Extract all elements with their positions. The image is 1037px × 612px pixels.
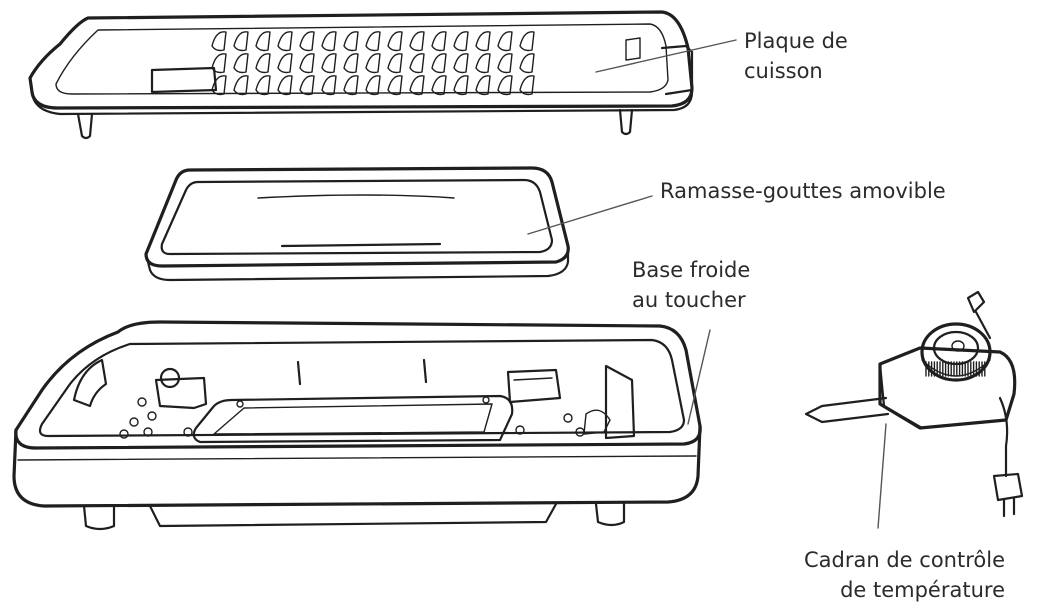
drip-tray-illustration <box>144 166 570 282</box>
grill-groove <box>255 53 271 74</box>
grill-groove <box>497 75 513 96</box>
grill-groove <box>299 75 315 96</box>
grill-groove <box>387 31 403 52</box>
grill-groove <box>519 75 535 96</box>
grill-groove <box>409 31 425 52</box>
temperature-dial-illustration <box>804 290 1024 518</box>
grill-groove <box>365 31 381 52</box>
grill-groove <box>497 53 513 74</box>
grill-groove <box>431 31 447 52</box>
grill-groove <box>431 53 447 74</box>
base-illustration <box>12 320 702 531</box>
grill-groove <box>431 75 447 96</box>
grill-groove <box>453 31 469 52</box>
grill-groove <box>321 53 337 74</box>
grill-groove <box>255 75 271 96</box>
cooking-plate-illustration <box>28 10 694 140</box>
base-label: Base froide au toucher <box>632 255 750 315</box>
grill-groove <box>233 31 249 52</box>
grill-groove <box>211 53 227 74</box>
grill-groove <box>277 31 293 52</box>
base-label-line1: Base froide <box>632 258 751 282</box>
base-label-line2: au toucher <box>632 288 746 312</box>
grill-groove <box>321 31 337 52</box>
grill-groove <box>409 53 425 74</box>
grill-groove <box>277 75 293 96</box>
grill-groove <box>211 75 227 96</box>
grill-groove <box>497 31 513 52</box>
drip-tray-label: Ramasse-gouttes amovible <box>660 176 946 206</box>
grill-groove <box>299 31 315 52</box>
grill-groove <box>365 75 381 96</box>
grill-groove <box>409 75 425 96</box>
grill-groove <box>211 31 227 52</box>
plate-label-line2: cuisson <box>744 59 823 83</box>
grill-groove <box>475 31 491 52</box>
grill-groove <box>233 75 249 96</box>
grill-groove <box>475 75 491 96</box>
grill-groove <box>233 53 249 74</box>
grill-groove <box>343 75 359 96</box>
grill-groove <box>255 31 271 52</box>
grill-groove <box>343 31 359 52</box>
grill-groove <box>519 53 535 74</box>
leader-lines <box>527 39 887 529</box>
grill-groove <box>519 31 535 52</box>
grill-groove <box>387 75 403 96</box>
drip-tray-label-line1: Ramasse-gouttes amovible <box>660 179 946 203</box>
grill-groove <box>475 53 491 74</box>
grill-groove <box>343 53 359 74</box>
dial-label-line1: Cadran de contrôle <box>804 548 1005 572</box>
dial-label-line2: de température <box>840 578 1005 602</box>
grill-groove <box>453 75 469 96</box>
grill-groove <box>365 53 381 74</box>
grill-groove <box>321 75 337 96</box>
grill-groove <box>453 53 469 74</box>
grill-groove <box>299 53 315 74</box>
dial-label: Cadran de contrôle de température <box>804 545 1005 605</box>
plate-label-line1: Plaque de <box>744 29 848 53</box>
grill-groove <box>387 53 403 74</box>
grill-groove <box>277 53 293 74</box>
plate-label: Plaque de cuisson <box>744 26 848 86</box>
